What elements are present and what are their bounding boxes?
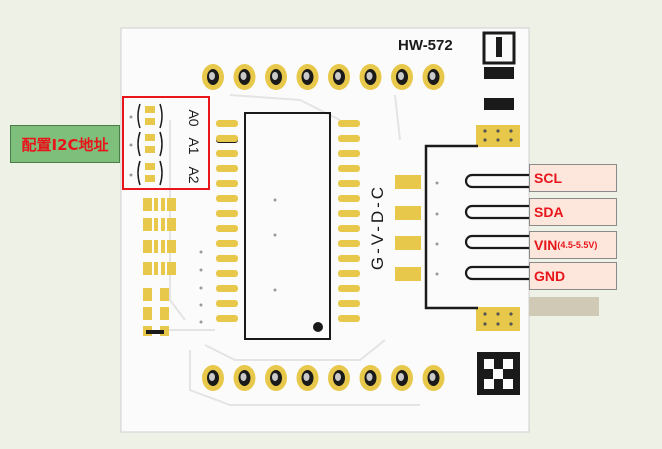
pin-order-silk: G-V-D-C xyxy=(368,184,387,270)
header-pad xyxy=(202,365,224,391)
ic-chip-outline xyxy=(244,112,331,340)
header-pad xyxy=(202,64,224,90)
ic-pin-pad xyxy=(216,165,238,172)
right-header-bottom xyxy=(476,307,520,331)
ic-right-pads xyxy=(338,120,360,322)
address-highlight-box xyxy=(122,96,210,190)
header-pad xyxy=(391,365,413,391)
ic-pin-pad xyxy=(216,195,238,202)
ic-pin-pad xyxy=(216,315,238,322)
ic-pin-pad xyxy=(338,135,360,142)
pin-pads xyxy=(395,175,421,281)
pin-label-gnd: GND xyxy=(529,262,617,290)
ic-pin-pad xyxy=(338,195,360,202)
header-pad xyxy=(265,365,287,391)
ic-pin-pad xyxy=(338,150,360,157)
right-header-top xyxy=(476,125,520,147)
ic-pin-pad xyxy=(338,225,360,232)
i2c-address-callout: 配置I2C地址 xyxy=(10,125,120,163)
header-pad xyxy=(422,64,445,90)
ic-pin-pad xyxy=(338,165,360,172)
pin-label-sda: SDA xyxy=(529,198,617,226)
chip-dot xyxy=(313,322,323,332)
addr-label-a2: A2 xyxy=(186,166,202,183)
pin-voltage-note: (4.5-5.5V) xyxy=(557,240,598,250)
ic-pin-pad xyxy=(338,180,360,187)
ic-pin-pad xyxy=(338,120,360,127)
pin-label-vin: VIN(4.5-5.5V) xyxy=(529,231,617,259)
ic-pin-pad xyxy=(216,240,238,247)
addr-label-a1: A1 xyxy=(186,137,202,154)
header-pad xyxy=(422,365,445,391)
via-dots xyxy=(129,115,439,324)
header-pad xyxy=(296,64,319,90)
addr-label-a0: A0 xyxy=(186,109,202,126)
pin-name: SCL xyxy=(534,170,562,186)
pcb-board xyxy=(120,27,530,433)
ic-pin-pad xyxy=(338,210,360,217)
ic-pin-pad xyxy=(338,270,360,277)
ic-pin-pad xyxy=(338,255,360,262)
header-pad xyxy=(296,365,319,391)
callout-text: 配置I2C地址 xyxy=(21,135,109,154)
pin-name: VIN xyxy=(534,237,558,253)
model-label: HW-572 xyxy=(398,37,453,54)
header-pad xyxy=(233,64,256,90)
pin-leads xyxy=(464,173,531,281)
connector-bracket xyxy=(424,144,478,310)
header-pad xyxy=(328,64,350,90)
ic-pin-pad xyxy=(216,270,238,277)
fiducial-marker xyxy=(477,352,520,395)
ic-pin-pad xyxy=(216,150,238,157)
ic-pin-pad xyxy=(216,255,238,262)
ic-pin-pad xyxy=(216,210,238,217)
header-pad xyxy=(233,365,256,391)
ic-pin-pad xyxy=(216,285,238,292)
ic-pin-pad xyxy=(216,225,238,232)
ic-pin-pad xyxy=(338,285,360,292)
ic-pin-pad xyxy=(216,300,238,307)
pin-name: GND xyxy=(534,268,566,284)
address-jumpers xyxy=(137,103,163,186)
ic-pin-pad xyxy=(338,300,360,307)
ic-pin-pad xyxy=(338,315,360,322)
header-pad xyxy=(359,365,382,391)
ic-left-pads xyxy=(216,120,238,322)
bottom-header-pads xyxy=(202,365,445,391)
ic-pin-pad xyxy=(216,135,238,142)
left-passives xyxy=(143,198,176,336)
pcb-traces xyxy=(160,94,420,406)
header-pad xyxy=(359,64,382,90)
ic-pin-pad xyxy=(216,180,238,187)
ic-pin-pad xyxy=(216,120,238,127)
blank-label xyxy=(529,297,599,316)
top-header-pads xyxy=(202,64,445,90)
header-pad xyxy=(391,64,413,90)
pin-name: SDA xyxy=(534,204,564,220)
pin-label-scl: SCL xyxy=(529,164,617,192)
header-pad xyxy=(328,365,350,391)
header-pad xyxy=(265,64,287,90)
top-right-component xyxy=(482,31,516,110)
ic-pin-pad xyxy=(338,240,360,247)
